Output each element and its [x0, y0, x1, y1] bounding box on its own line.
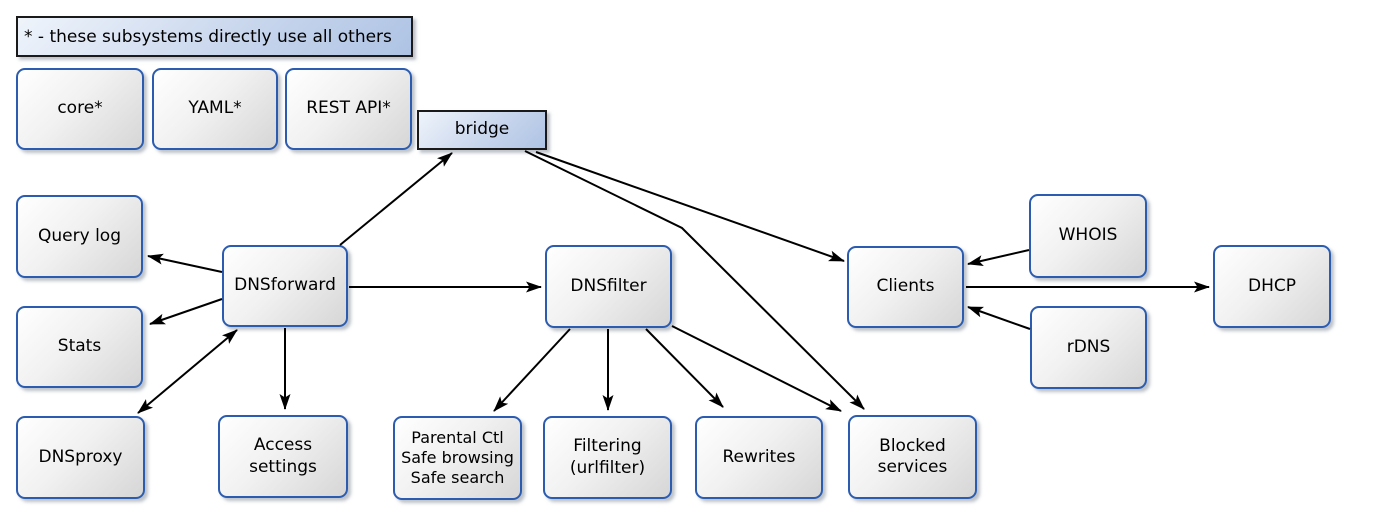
- node-yaml-label: YAML*: [188, 98, 242, 119]
- node-parental: Parental Ctl Safe browsing Safe search: [393, 416, 522, 500]
- node-rest-api: REST API*: [285, 68, 412, 150]
- edge-rdns-clients: [967, 306, 1031, 330]
- node-access-settings-label: Access settings: [249, 435, 317, 477]
- node-dhcp: DHCP: [1213, 245, 1331, 328]
- edge-dnsfilter-rewrites: [645, 328, 724, 408]
- node-rewrites: Rewrites: [695, 416, 823, 499]
- edge-dnsfilter-parental: [493, 328, 571, 412]
- edge-dnsforward-query-log: [147, 253, 223, 273]
- node-parental-label: Parental Ctl Safe browsing Safe search: [401, 427, 514, 488]
- edge-dnsfilter-blocked-services: [671, 325, 842, 412]
- node-dhcp-label: DHCP: [1248, 275, 1296, 296]
- node-yaml: YAML*: [152, 68, 278, 150]
- edge-dnsforward-stats: [149, 298, 223, 325]
- node-access-settings: Access settings: [218, 415, 348, 498]
- node-filtering: Filtering (urlfilter): [543, 416, 672, 499]
- node-blocked-services: Blocked services: [848, 415, 977, 499]
- node-stats-label: Stats: [57, 336, 102, 357]
- node-dnsfilter-label: DNSfilter: [570, 275, 647, 296]
- node-rewrites-label: Rewrites: [722, 446, 796, 467]
- node-dnsproxy-label: DNSproxy: [38, 446, 123, 467]
- node-query-log: Query log: [16, 195, 143, 278]
- legend-text: * - these subsystems directly use all ot…: [24, 26, 392, 47]
- node-whois: WHOIS: [1029, 194, 1147, 278]
- node-clients: Clients: [847, 246, 964, 328]
- node-dnsfilter: DNSfilter: [545, 245, 672, 328]
- node-bridge: bridge: [417, 110, 547, 150]
- node-dnsproxy: DNSproxy: [16, 416, 145, 499]
- edge-whois-clients: [967, 249, 1030, 267]
- node-core: core*: [16, 68, 144, 150]
- node-rest-api-label: REST API*: [306, 98, 391, 119]
- node-bridge-label: bridge: [454, 119, 510, 140]
- node-dnsforward: DNSforward: [222, 245, 348, 327]
- node-blocked-services-label: Blocked services: [877, 435, 948, 477]
- legend-banner: * - these subsystems directly use all ot…: [16, 16, 413, 57]
- edge-dnsforward-bridge: [339, 152, 453, 246]
- node-core-label: core*: [57, 98, 103, 119]
- edge-dnsforward-dnsproxy: [137, 329, 238, 414]
- node-query-log-label: Query log: [38, 225, 121, 246]
- node-whois-label: WHOIS: [1058, 225, 1118, 246]
- node-filtering-label: Filtering (urlfilter): [569, 436, 646, 478]
- node-stats: Stats: [16, 306, 143, 388]
- node-clients-label: Clients: [876, 276, 935, 297]
- node-rdns-label: rDNS: [1066, 336, 1111, 357]
- node-dnsforward-label: DNSforward: [234, 275, 336, 296]
- node-rdns: rDNS: [1030, 306, 1147, 389]
